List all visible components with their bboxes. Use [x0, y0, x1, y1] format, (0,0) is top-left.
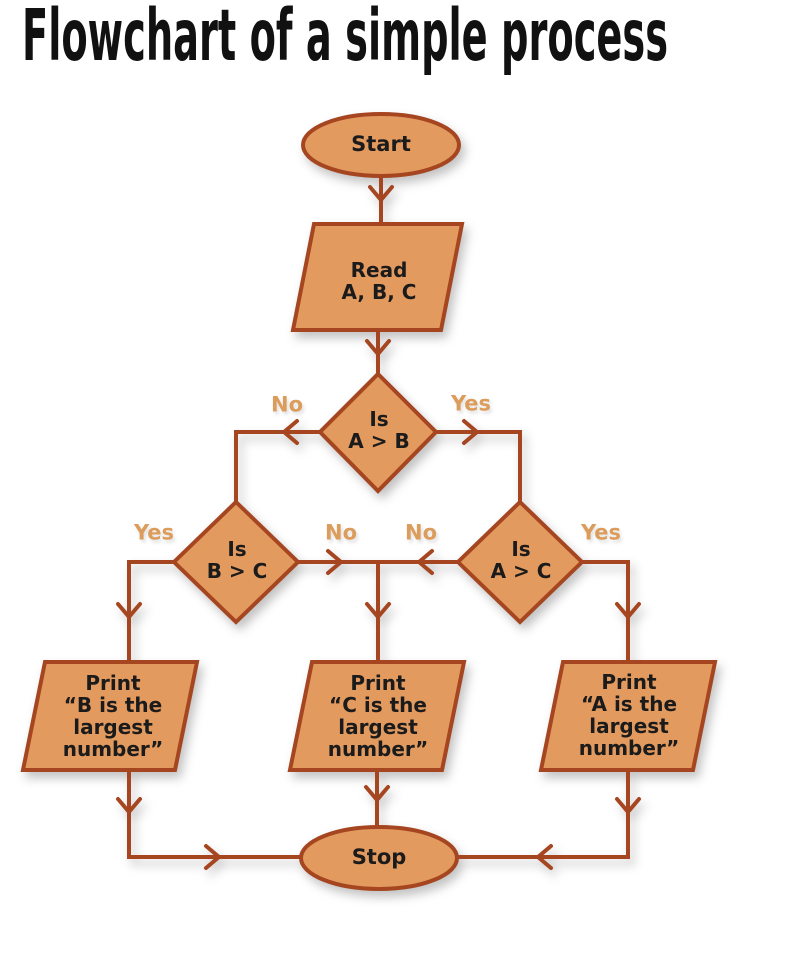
- stop-terminator-shape: [299, 825, 459, 891]
- branch-label-bc-no: No: [324, 520, 358, 545]
- edge-ab-yes-to-ac: [436, 430, 522, 503]
- read-parallelogram-shape: [290, 222, 465, 332]
- nodes-layer: [20, 112, 718, 891]
- decision-ab-diamond-shape: [317, 371, 439, 494]
- print-b-parallelogram-shape: [20, 660, 200, 772]
- decision-ac-diamond-shape: [455, 499, 585, 625]
- decision-bc-diamond-shape: [171, 499, 301, 625]
- print-a-parallelogram-shape: [538, 660, 718, 772]
- decision-ac-label: Is A > C: [490, 537, 552, 583]
- branch-label-ac-yes: Yes: [580, 520, 622, 545]
- start-terminator-shape: [301, 112, 461, 178]
- start-node-label: Start: [351, 132, 411, 156]
- stop-node-label: Stop: [351, 845, 407, 869]
- branch-label-ab-no: No: [270, 392, 304, 417]
- decision-ab-label: Is A > B: [348, 407, 410, 453]
- branch-label-bc-yes: Yes: [133, 520, 175, 545]
- branch-label-ac-no: No: [404, 520, 438, 545]
- print-c-label: Print “C is the largest number”: [327, 671, 429, 761]
- edge-print-a-to-stop: [456, 769, 630, 859]
- edge-bc-yes-to-print-b: [127, 560, 174, 663]
- edge-ac-yes-to-print-a: [582, 560, 630, 663]
- print-a-label: Print “A is the largest number”: [578, 670, 680, 760]
- branch-label-ab-yes: Yes: [450, 391, 492, 416]
- print-c-parallelogram-shape: [287, 660, 467, 772]
- page-title: Flowchart of a simple process: [22, 0, 669, 77]
- edge-print-b-to-stop: [127, 769, 302, 859]
- decision-bc-label: Is B > C: [206, 537, 268, 583]
- print-b-label: Print “B is the largest number”: [62, 671, 164, 761]
- edge-ab-no-to-bc: [234, 430, 320, 503]
- read-node-label: Read A, B, C: [341, 258, 417, 304]
